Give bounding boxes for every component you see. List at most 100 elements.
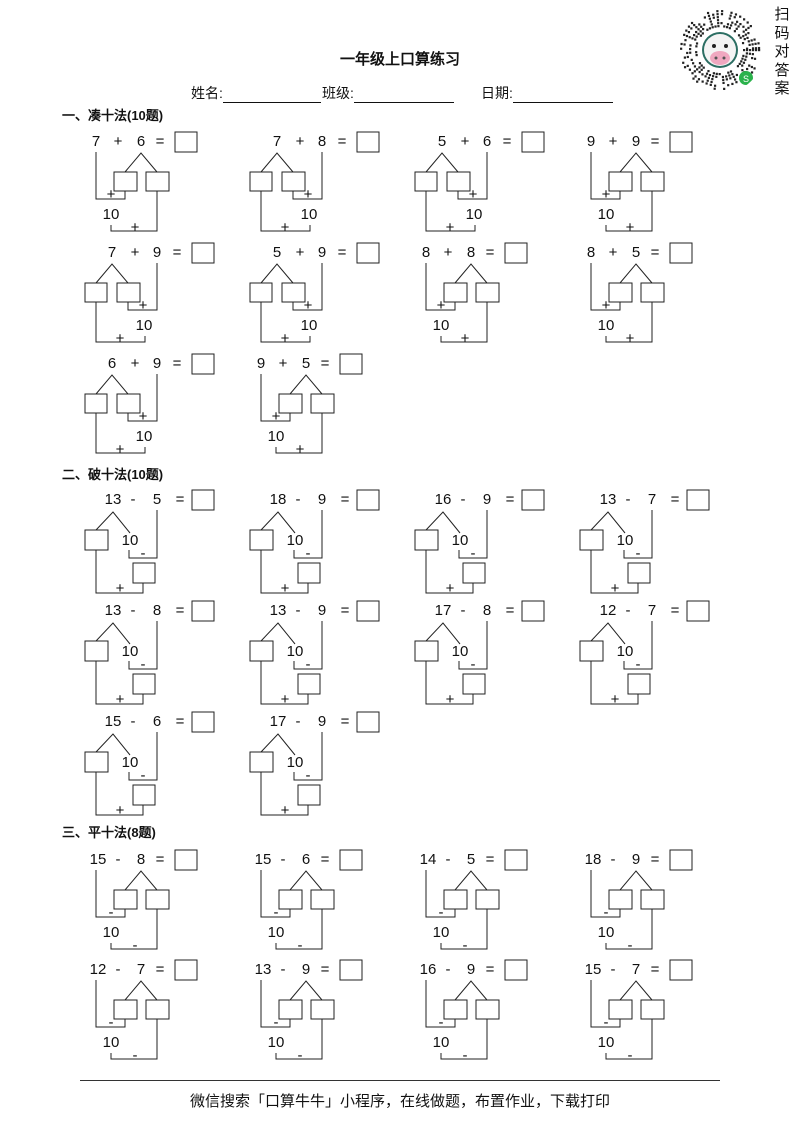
part-box-right[interactable] — [310, 889, 335, 910]
part-box-right[interactable] — [475, 889, 500, 910]
answer-box[interactable] — [356, 242, 380, 264]
part-box-left[interactable] — [443, 282, 468, 303]
part-box-right[interactable] — [475, 999, 500, 1020]
part-box-right[interactable] — [145, 889, 170, 910]
answer-box[interactable] — [356, 131, 380, 153]
part-box-left[interactable] — [249, 171, 273, 192]
answer-box[interactable] — [669, 959, 693, 981]
ones-box[interactable] — [249, 640, 274, 662]
part-box-left[interactable] — [443, 999, 468, 1020]
difference-box[interactable] — [462, 562, 486, 584]
part-box-left[interactable] — [608, 171, 633, 192]
date-field[interactable]: 日期: — [481, 83, 613, 103]
ones-box[interactable] — [84, 529, 109, 551]
answer-box[interactable] — [504, 242, 528, 264]
part-box-left[interactable] — [278, 393, 303, 414]
ones-box[interactable] — [579, 640, 604, 662]
class-blank[interactable] — [353, 87, 454, 103]
answer-box[interactable] — [191, 489, 215, 511]
name-blank[interactable] — [222, 87, 321, 103]
difference-box[interactable] — [132, 562, 156, 584]
answer-box[interactable] — [191, 242, 215, 264]
answer-box[interactable] — [686, 489, 710, 511]
equals-sign: = — [173, 355, 182, 372]
answer-box[interactable] — [356, 711, 380, 733]
name-field[interactable]: 姓名: — [191, 83, 321, 103]
answer-box[interactable] — [174, 959, 198, 981]
part-box-left[interactable] — [608, 889, 633, 910]
answer-box[interactable] — [191, 600, 215, 622]
answer-box[interactable] — [686, 600, 710, 622]
part-box-left[interactable] — [84, 282, 108, 303]
part-box-left[interactable] — [84, 393, 108, 414]
part-box-right[interactable] — [145, 999, 170, 1020]
part-box-right[interactable] — [116, 282, 141, 303]
part-box-left[interactable] — [278, 889, 303, 910]
part-box-left[interactable] — [414, 171, 438, 192]
answer-box[interactable] — [356, 489, 380, 511]
part-box-right[interactable] — [116, 393, 141, 414]
part-box-right[interactable] — [281, 282, 306, 303]
part-box-right[interactable] — [310, 999, 335, 1020]
ones-box[interactable] — [579, 529, 604, 551]
answer-box[interactable] — [669, 242, 693, 264]
answer-box[interactable] — [521, 131, 545, 153]
section-heading-break-ten: 二、破十法(10题) — [62, 467, 164, 482]
part-box-left[interactable] — [113, 999, 138, 1020]
part-box-right[interactable] — [640, 282, 665, 303]
answer-box[interactable] — [669, 849, 693, 871]
answer-box[interactable] — [504, 959, 528, 981]
part-box-left[interactable] — [113, 889, 138, 910]
part-box-left[interactable] — [113, 171, 138, 192]
difference-box[interactable] — [132, 673, 156, 695]
ones-box[interactable] — [84, 751, 109, 773]
part-box-left[interactable] — [608, 999, 633, 1020]
part-box-left[interactable] — [443, 889, 468, 910]
ones-box[interactable] — [414, 529, 439, 551]
difference-box[interactable] — [297, 562, 321, 584]
minus-sign: - — [439, 904, 444, 921]
part-box-right[interactable] — [475, 282, 500, 303]
part-box-right[interactable] — [281, 171, 306, 192]
qr-code-icon[interactable]: S — [676, 6, 764, 94]
class-field[interactable]: 班级: — [322, 83, 454, 103]
answer-box[interactable] — [339, 353, 363, 375]
answer-box[interactable] — [669, 131, 693, 153]
split-branch — [260, 733, 296, 756]
difference-box[interactable] — [627, 673, 651, 695]
part-box-right[interactable] — [640, 171, 665, 192]
answer-box[interactable] — [504, 849, 528, 871]
operand-b: 9 — [318, 244, 326, 261]
answer-box[interactable] — [191, 353, 215, 375]
difference-box[interactable] — [297, 673, 321, 695]
answer-box[interactable] — [521, 600, 545, 622]
part-box-right[interactable] — [145, 171, 170, 192]
ones-box[interactable] — [414, 640, 439, 662]
answer-box[interactable] — [174, 131, 198, 153]
part-box-left[interactable] — [249, 282, 273, 303]
operator: + — [131, 244, 140, 261]
equals-sign: = — [338, 133, 347, 150]
part-box-right[interactable] — [446, 171, 471, 192]
answer-box[interactable] — [521, 489, 545, 511]
part-box-right[interactable] — [640, 889, 665, 910]
ones-box[interactable] — [249, 529, 274, 551]
answer-box[interactable] — [191, 711, 215, 733]
plus-sign: + — [296, 441, 305, 458]
difference-box[interactable] — [462, 673, 486, 695]
difference-box[interactable] — [627, 562, 651, 584]
part-box-left[interactable] — [608, 282, 633, 303]
difference-box[interactable] — [297, 784, 321, 806]
ones-box[interactable] — [84, 640, 109, 662]
answer-box[interactable] — [339, 849, 363, 871]
part-box-right[interactable] — [310, 393, 335, 414]
part-box-left[interactable] — [278, 999, 303, 1020]
part-box-right[interactable] — [640, 999, 665, 1020]
date-blank[interactable] — [512, 87, 613, 103]
answer-box[interactable] — [339, 959, 363, 981]
difference-box[interactable] — [132, 784, 156, 806]
ones-box[interactable] — [249, 751, 274, 773]
answer-box[interactable] — [174, 849, 198, 871]
answer-box[interactable] — [356, 600, 380, 622]
result-connector — [275, 1019, 323, 1060]
